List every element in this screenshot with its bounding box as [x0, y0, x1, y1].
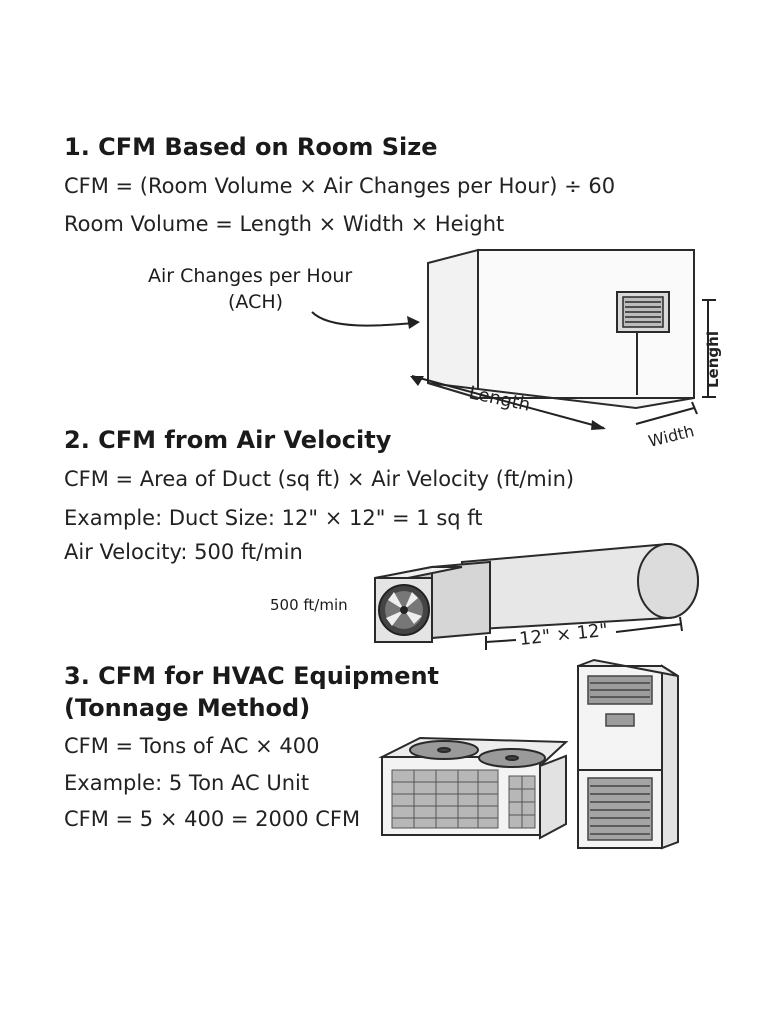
velocity-formula: CFM = Area of Duct (sq ft) × Air Velocit…: [64, 467, 575, 491]
tonnage-formula: CFM = Tons of AC × 400: [64, 734, 320, 758]
tonnage-result: CFM = 5 × 400 = 2000 CFM: [64, 807, 361, 831]
air-velocity-value: Air Velocity: 500 ft/min: [64, 540, 303, 564]
length-dimension: [410, 375, 606, 430]
fan-velocity-label: 500 ft/min: [270, 596, 348, 614]
section2-heading: 2. CFM from Air Velocity: [64, 426, 392, 454]
room-width-label: Width: [646, 421, 696, 451]
section3-heading-line1: 3. CFM for HVAC Equipment: [64, 662, 440, 690]
duct-example: Example: Duct Size: 12" × 12" = 1 sq ft: [64, 506, 483, 530]
room-height-label: Lenghl: [704, 331, 722, 388]
width-dimension: [635, 401, 698, 425]
ach-callout-line2: (ACH): [228, 291, 284, 313]
section1-heading: 1. CFM Based on Room Size: [64, 133, 438, 161]
air-vent-icon: [616, 291, 670, 395]
duct-dimension: [485, 616, 683, 650]
room-size-formula: CFM = (Room Volume × Air Changes per Hou…: [64, 174, 616, 198]
fan-icon: [378, 584, 430, 636]
cabinet-vents: [587, 675, 653, 841]
ach-arrowhead: [407, 316, 420, 329]
room-volume-formula: Room Volume = Length × Width × Height: [64, 212, 505, 236]
section3-heading-line2: (Tonnage Method): [64, 694, 311, 722]
condenser-grille: [391, 769, 536, 829]
ach-arrow: [311, 311, 415, 327]
tonnage-example: Example: 5 Ton AC Unit: [64, 771, 310, 795]
height-dimension: [702, 299, 716, 398]
ach-callout-line1: Air Changes per Hour: [148, 265, 353, 287]
